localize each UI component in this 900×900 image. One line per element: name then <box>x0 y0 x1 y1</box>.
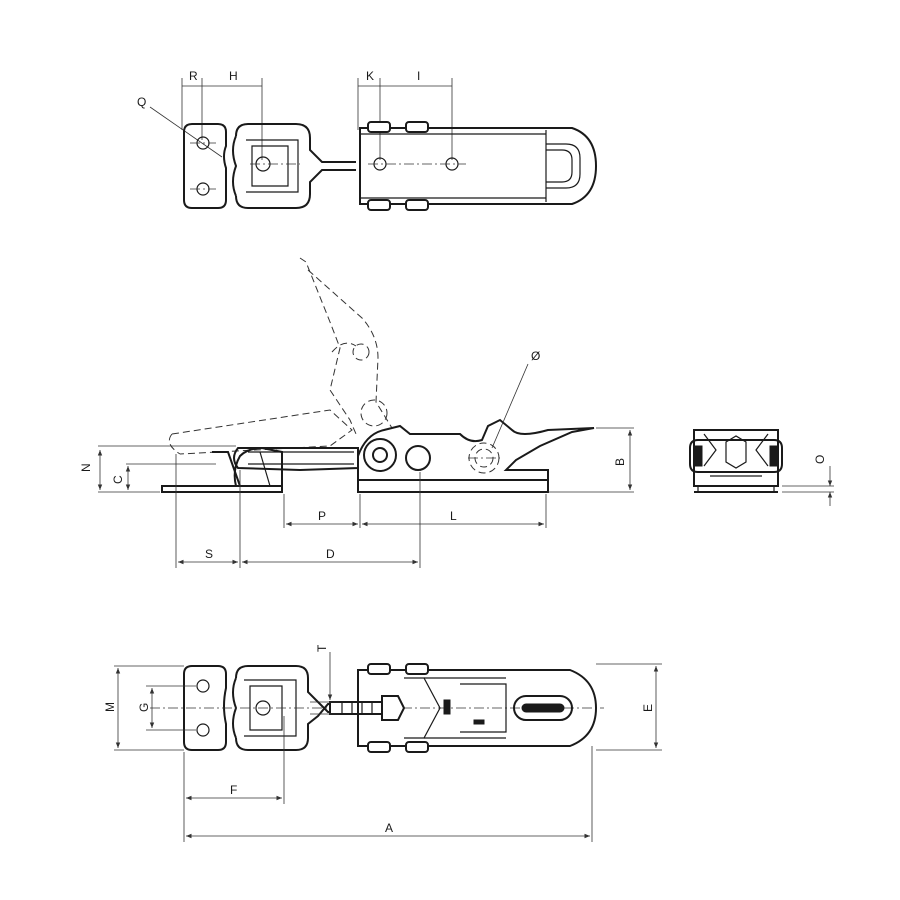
top-view <box>149 78 598 211</box>
dim-label-t: T <box>315 644 329 652</box>
dim-label-k: K <box>366 69 374 83</box>
dim-label-c: C <box>111 475 125 484</box>
dim-label-diameter: Ø <box>531 349 540 363</box>
dim-label-l: L <box>450 509 457 523</box>
dim-label-f: F <box>230 783 237 797</box>
dim-label-d: D <box>326 547 335 561</box>
end-view <box>689 429 834 506</box>
dim-label-i: I <box>417 69 420 83</box>
dim-label-o: O <box>813 455 827 464</box>
dim-label-r: R <box>189 69 198 83</box>
dim-label-b: B <box>613 458 627 466</box>
dim-label-h: H <box>229 69 238 83</box>
dim-label-a: A <box>385 821 393 835</box>
dim-label-n: N <box>79 463 93 472</box>
dim-label-m: M <box>103 702 117 712</box>
dim-label-e: E <box>641 704 655 712</box>
dim-label-s: S <box>205 547 213 561</box>
dim-label-g: G <box>137 703 151 712</box>
dim-label-q: Q <box>137 95 146 109</box>
dim-label-p: P <box>318 509 326 523</box>
dimension-labels: R H K I Q Ø N C B O P L S D T M G E F A <box>79 69 827 835</box>
side-view <box>97 257 634 568</box>
bottom-view <box>114 652 662 842</box>
